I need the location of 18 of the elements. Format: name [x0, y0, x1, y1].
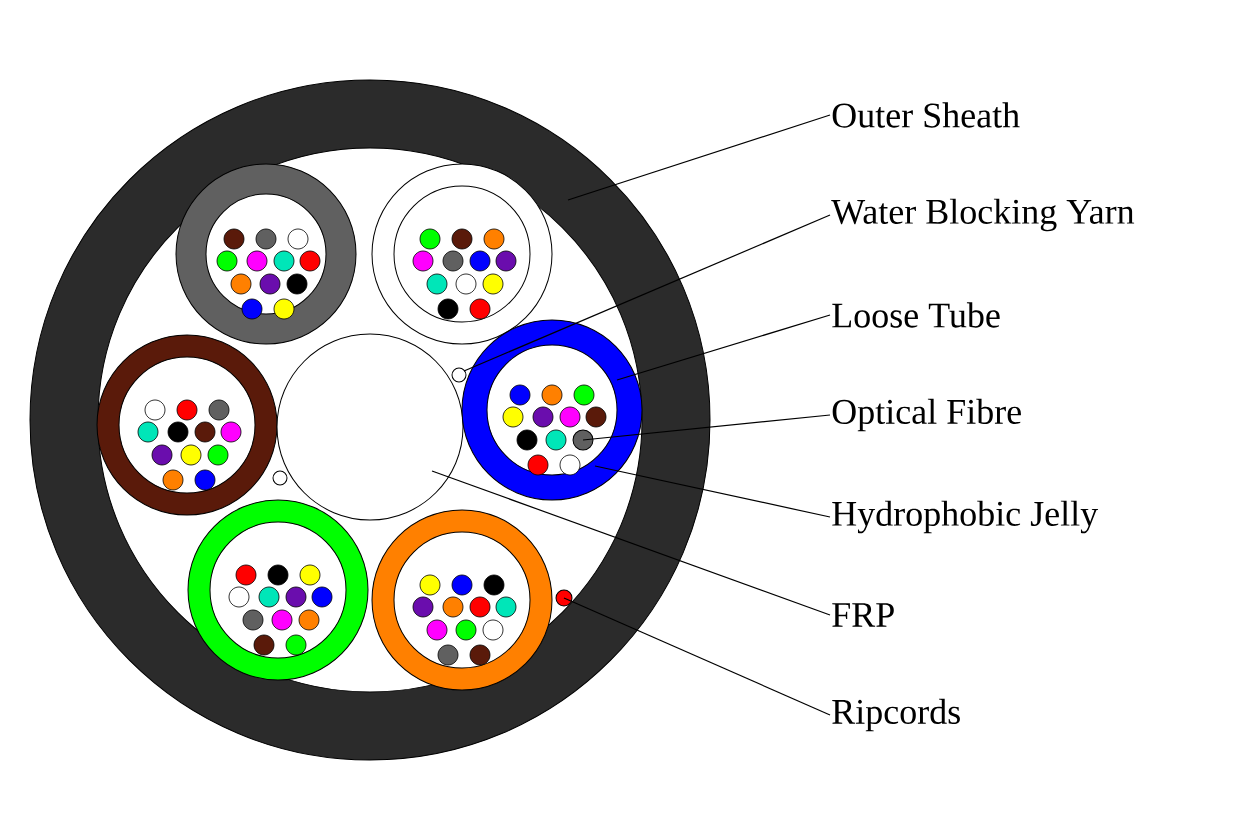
frp-rod — [276, 333, 464, 521]
fibre-circle — [572, 429, 594, 451]
callout-label: Loose Tube — [832, 302, 1000, 328]
leader-line — [567, 114, 831, 201]
leader-line — [563, 597, 831, 716]
callout-label: FRP — [832, 603, 894, 627]
yarn-circle — [451, 367, 467, 383]
callout-label: Outer Sheath — [832, 102, 1020, 128]
callout-label: Optical Fibre — [832, 398, 1021, 432]
leader-line — [616, 314, 831, 381]
leader-line — [431, 470, 831, 616]
callout-label: Hydrophobic Jelly — [832, 500, 1099, 534]
leader-line — [594, 465, 831, 518]
leader-line — [582, 414, 831, 441]
callout-label: Ripcords — [832, 698, 960, 732]
callout-label: Water Blocking Yarn — [831, 198, 1135, 232]
leader-line — [463, 214, 831, 372]
ripcord-circle — [555, 589, 573, 607]
